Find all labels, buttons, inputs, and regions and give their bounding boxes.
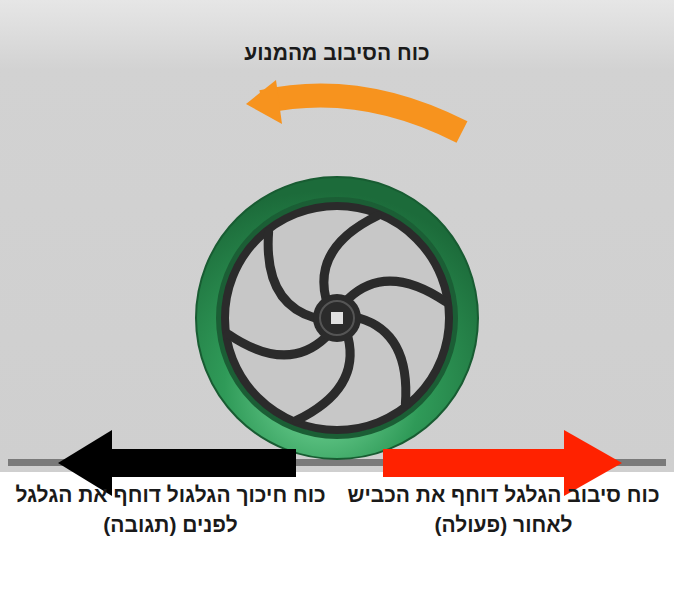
hub-ring bbox=[320, 301, 354, 335]
rim bbox=[225, 206, 449, 430]
motor-force-label: כוח הסיבוב מהמנוע bbox=[187, 38, 487, 68]
tire-inner bbox=[219, 200, 455, 436]
action-arrow bbox=[383, 449, 567, 477]
reaction-label: כוח חיכוך הגלגול דוחף את הגלגל לפנים (תג… bbox=[8, 480, 333, 541]
spoke bbox=[348, 281, 446, 302]
spoke bbox=[359, 318, 406, 404]
hub bbox=[313, 294, 361, 342]
reaction-arrow bbox=[100, 449, 296, 477]
tire bbox=[196, 177, 478, 459]
spokes bbox=[228, 216, 446, 421]
spoke bbox=[268, 232, 315, 318]
action-label: כוח סיבוב הגלגל דוחף את הכביש לאחור (פעו… bbox=[341, 480, 666, 541]
axle bbox=[331, 312, 343, 324]
rotation-arrowhead bbox=[246, 80, 282, 124]
background bbox=[0, 0, 674, 472]
spoke bbox=[228, 334, 326, 355]
rotation-arrow bbox=[262, 95, 462, 132]
